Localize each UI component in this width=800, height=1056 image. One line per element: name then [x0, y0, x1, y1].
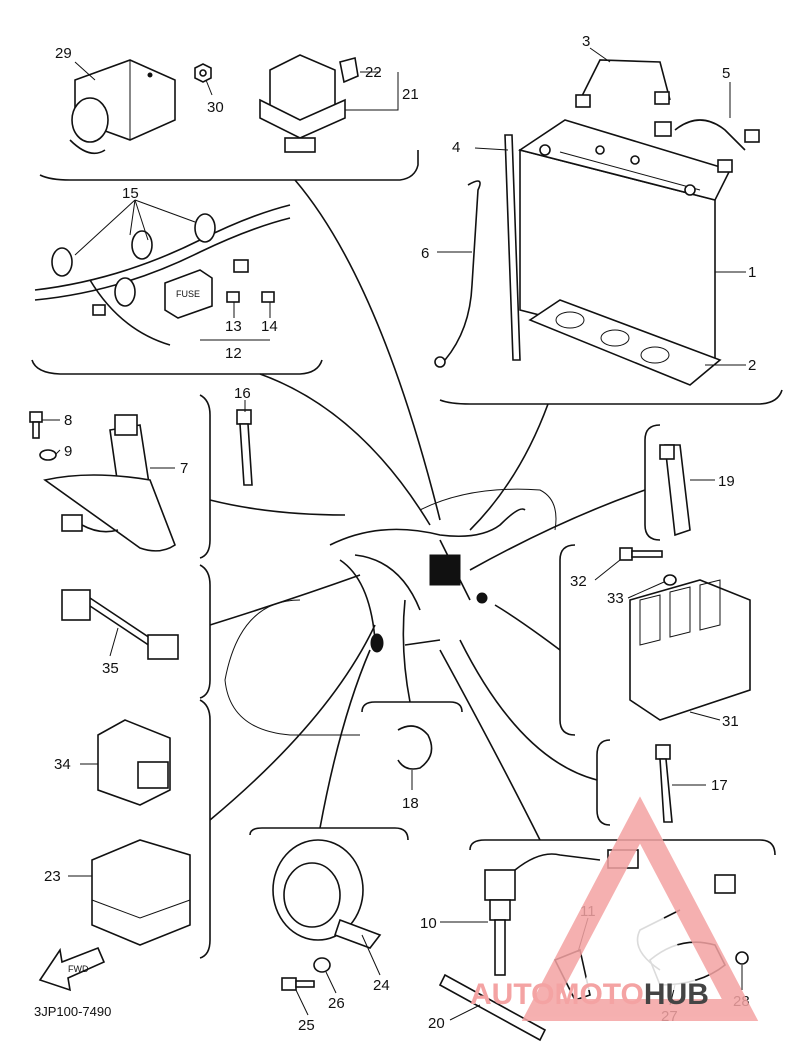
rectifier-regulator-icon	[629, 579, 751, 721]
callout-8: 8	[64, 412, 72, 429]
battery-positive-lead-icon	[434, 180, 481, 368]
callout-6: 6	[421, 245, 429, 262]
callout-23: 23	[44, 868, 61, 885]
callout-15: 15	[122, 185, 139, 202]
fwd-label: FWD	[68, 964, 89, 974]
main-wire-harness-icon	[329, 508, 526, 653]
callout-21: 21	[402, 86, 419, 103]
watermark-text: AUTOMOTOHUB	[470, 978, 709, 1011]
callout-25: 25	[298, 1017, 315, 1034]
callout-14: 14	[261, 318, 278, 335]
watermark-part-3: HUB	[644, 978, 709, 1011]
callout-24: 24	[373, 977, 390, 994]
watermark-logo	[521, 796, 759, 1021]
relay-unit-icon	[97, 719, 171, 806]
sub-wire-harness-icon	[61, 589, 179, 660]
wire-harness-section-icon	[34, 204, 291, 346]
cable-strap-icon	[438, 973, 547, 1042]
horn-bolt-icon	[281, 977, 315, 991]
fuse-icon	[226, 291, 240, 303]
callout-4: 4	[452, 139, 460, 156]
horn-washer-icon	[313, 957, 331, 973]
rectifier-bolt-icon	[619, 547, 663, 561]
callout-30: 30	[207, 99, 224, 116]
breather-pipe-icon	[504, 134, 521, 361]
bolt-icon	[29, 411, 43, 439]
battery-band-icon	[575, 59, 671, 108]
ignition-coil-icon	[69, 59, 176, 155]
main-switch-connector-icon	[61, 514, 119, 533]
callout-29: 29	[55, 45, 72, 62]
drawing-code: 3JP100-7490	[34, 1004, 111, 1019]
neutral-switch-icon	[484, 853, 601, 976]
watermark-part-1: AUTO	[470, 978, 554, 1011]
fwd-arrow-icon: FWD	[38, 946, 106, 992]
callout-5: 5	[722, 65, 730, 82]
rectifier-washer-icon	[663, 574, 677, 586]
watermark-part-2: MOTO	[554, 978, 643, 1011]
spare-fuse-icon	[261, 291, 275, 303]
callout-1: 1	[748, 264, 756, 281]
callout-18: 18	[402, 795, 419, 812]
callout-9: 9	[64, 443, 72, 460]
relay-icon	[259, 54, 346, 153]
fuse-box-label: FUSE	[176, 289, 200, 299]
callout-3: 3	[582, 33, 590, 50]
callout-19: 19	[718, 473, 735, 490]
igniter-unit-icon	[91, 839, 191, 946]
battery-tray-icon	[528, 299, 722, 386]
fuse-box-icon: FUSE	[164, 269, 213, 319]
callout-35: 35	[102, 660, 119, 677]
horn-icon	[272, 839, 382, 949]
battery-negative-lead-icon	[654, 119, 760, 173]
callout-32: 32	[570, 573, 587, 590]
callout-leaders	[42, 47, 746, 1021]
cable-band-icon	[659, 444, 691, 537]
washer-icon	[39, 449, 57, 461]
panel-frames	[31, 150, 783, 959]
cable-tie-2-icon	[236, 409, 253, 486]
clamp-icon	[397, 725, 433, 770]
callout-22: 22	[365, 64, 382, 81]
callout-31: 31	[722, 713, 739, 730]
callout-7: 7	[180, 460, 188, 477]
cable-tie-icon	[655, 744, 673, 823]
callout-17: 17	[711, 777, 728, 794]
callout-10: 10	[420, 915, 437, 932]
main-switch-icon	[43, 414, 176, 552]
callout-13: 13	[225, 318, 242, 335]
nut-icon	[194, 63, 212, 83]
callout-12: 12	[225, 345, 242, 362]
callout-34: 34	[54, 756, 71, 773]
callout-2: 2	[748, 357, 756, 374]
callout-33: 33	[607, 590, 624, 607]
callout-26: 26	[328, 995, 345, 1012]
callout-16: 16	[234, 385, 251, 402]
callout-20: 20	[428, 1015, 445, 1032]
relay-clip-icon	[339, 57, 359, 84]
starter-relay-bolt-icon	[735, 951, 749, 965]
